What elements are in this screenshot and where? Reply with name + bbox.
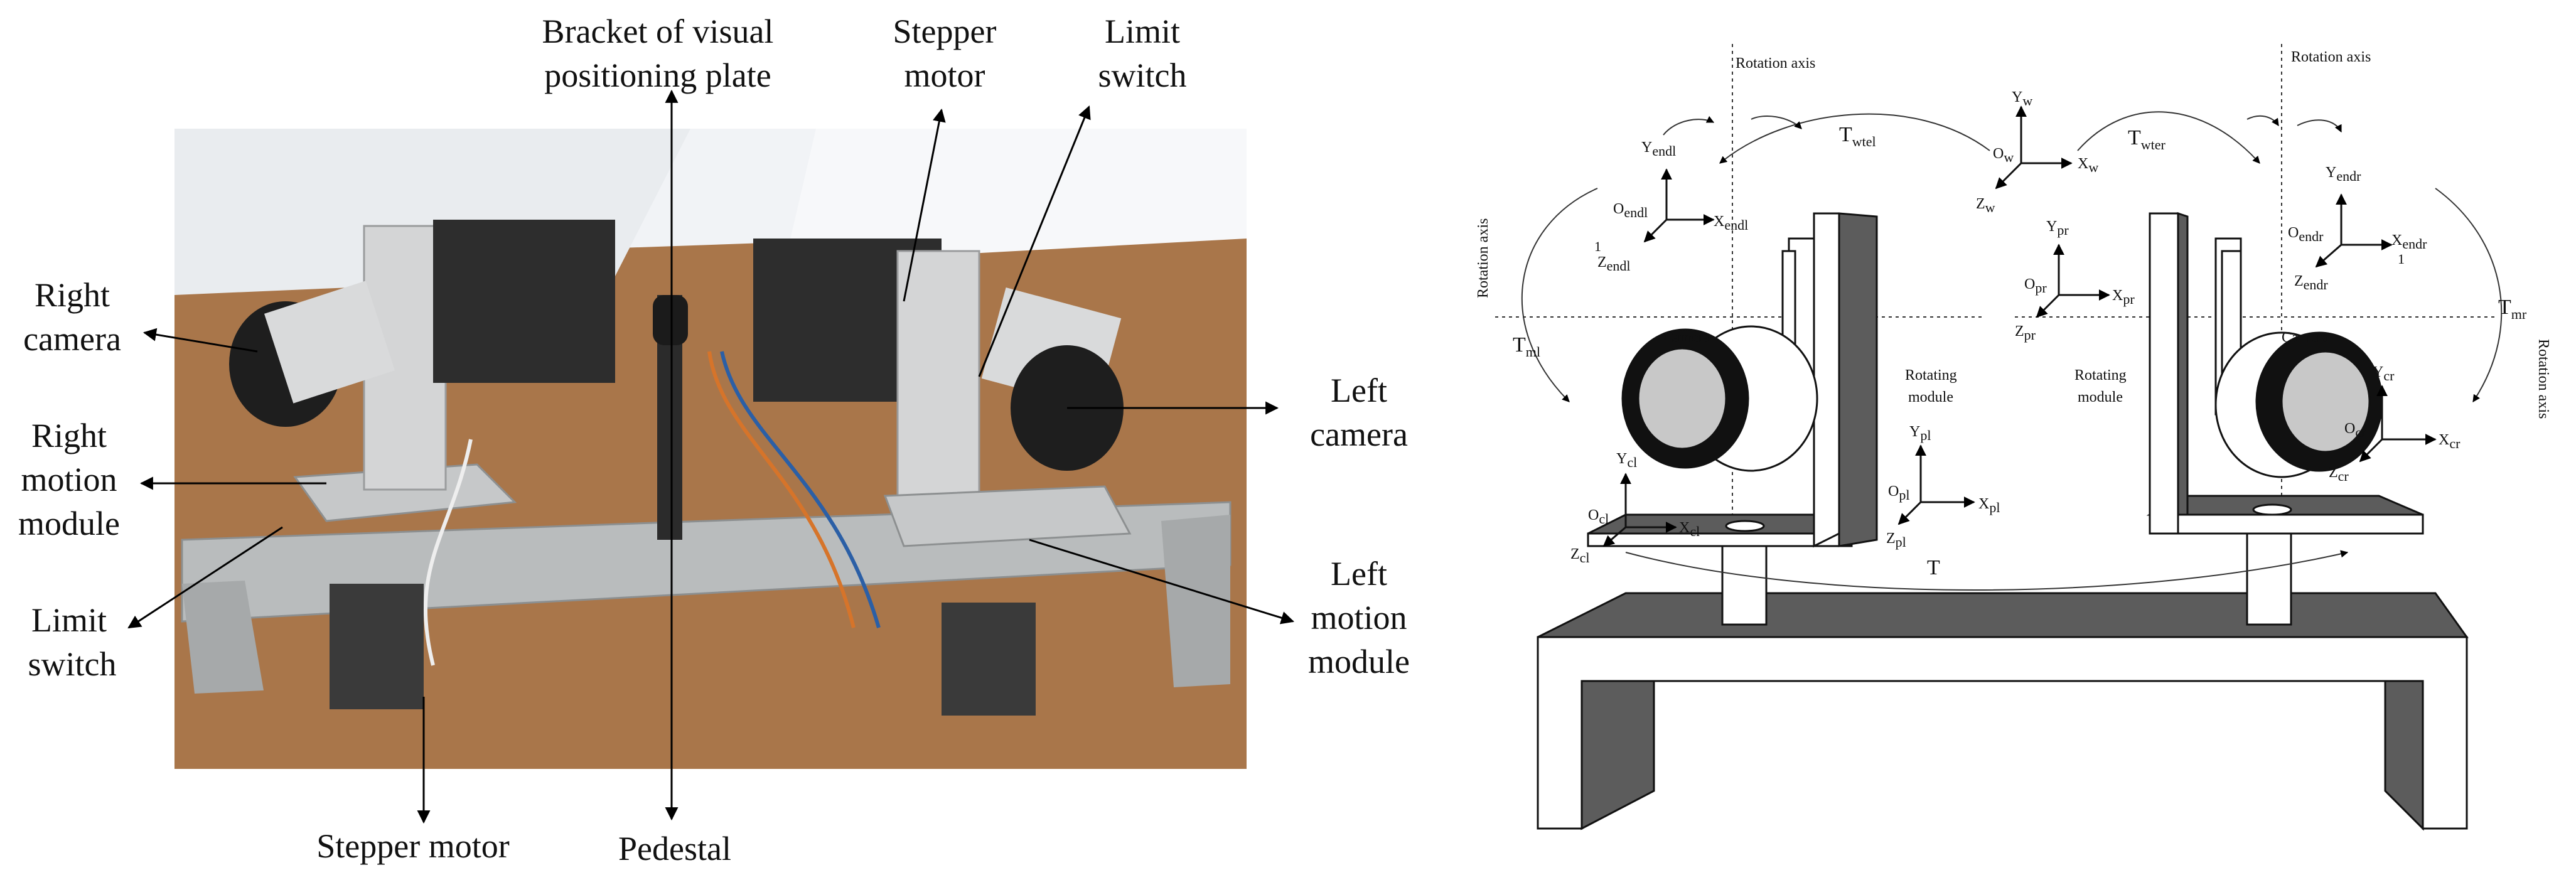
zendl-prefix: 1 xyxy=(1594,239,1601,254)
opl-label: Opl xyxy=(1888,483,1909,503)
zendr-label: Zendr xyxy=(2294,273,2328,292)
coordinate-frames xyxy=(1602,105,2437,547)
camera-label-right: Camera xyxy=(2282,330,2329,346)
label-pedestal: Pedestal xyxy=(618,830,731,867)
label-limit-top-2: switch xyxy=(1098,56,1187,94)
oendr-label: Oendr xyxy=(2288,225,2324,244)
label-left-camera-2: camera xyxy=(1310,416,1408,453)
base-bench xyxy=(1537,592,2469,831)
xcr-label: Xcr xyxy=(2439,432,2461,451)
yw-label: Yw xyxy=(2012,89,2032,109)
zpr-label: Zpr xyxy=(2015,323,2036,343)
ypr-label: Ypr xyxy=(2046,218,2069,238)
transform-arcs xyxy=(1521,111,2503,591)
schematic-labels: Rotation axis Rotation axis Rotation axi… xyxy=(1475,49,2552,579)
ypl-label: Ypl xyxy=(1909,424,1931,443)
photo-panel: Bracket of visual positioning plate Step… xyxy=(18,13,1410,867)
zendl-label: Zendl xyxy=(1597,254,1631,274)
camera-label-left: Camera xyxy=(1663,330,1710,346)
label-stepper-top-1: Stepper xyxy=(893,13,997,50)
xw-label: Xw xyxy=(2078,156,2098,175)
xpl-label: Xpl xyxy=(1978,496,2000,515)
label-limit-top-1: Limit xyxy=(1105,13,1180,50)
xendr-label: Xendr xyxy=(2391,232,2427,252)
label-limit-left-1: Limit xyxy=(31,601,107,639)
rotation-axes xyxy=(1495,44,2498,521)
label-stepper-top-2: motor xyxy=(904,56,985,94)
rotation-axis-label-right: Rotation axis xyxy=(2291,49,2371,65)
yendr-label: Yendr xyxy=(2326,164,2361,184)
ow-label: Ow xyxy=(1993,146,2014,165)
ocr-label: Ocr xyxy=(2344,421,2366,440)
zpl-label: Zpl xyxy=(1886,530,1906,550)
oendl-label: Oendl xyxy=(1613,201,1648,220)
right-rotating-module xyxy=(2146,212,2424,535)
module-label-left: module xyxy=(1908,389,1953,405)
rotating-label-left: Rotating xyxy=(1905,367,1957,384)
t-label: T xyxy=(1927,556,1940,579)
zendr-prefix: 1 xyxy=(2398,251,2405,267)
t-mr-label: Tmr xyxy=(2498,296,2527,322)
label-bracket-2: positioning plate xyxy=(544,56,771,94)
t-wtel-label: Twtel xyxy=(1839,123,1876,149)
label-left-motion-2: motion xyxy=(1311,599,1407,636)
ycr-label: Ycr xyxy=(2373,364,2395,384)
opr-label: Opr xyxy=(2024,276,2047,296)
photo-labels: Bracket of visual positioning plate Step… xyxy=(18,13,1410,867)
zcl-label: Zcl xyxy=(1570,546,1590,566)
label-right-motion-1: Right xyxy=(31,417,107,454)
label-right-motion-3: module xyxy=(18,505,120,542)
label-stepper-bottom: Stepper motor xyxy=(316,827,509,865)
label-left-camera-1: Left xyxy=(1331,372,1387,409)
module-label-right: module xyxy=(2078,389,2123,405)
label-bracket-1: Bracket of visual xyxy=(542,13,774,50)
t-wter-label: Twter xyxy=(2128,126,2166,153)
label-right-motion-2: motion xyxy=(21,461,117,498)
zw-label: Zw xyxy=(1976,196,1995,215)
rotating-label-right: Rotating xyxy=(2074,367,2127,384)
schematic-panel: Rotation axis Rotation axis Rotation axi… xyxy=(1475,44,2552,831)
left-rotating-module xyxy=(1587,212,1878,548)
rotation-axis-label-left: Rotation axis xyxy=(1736,55,1815,72)
xpr-label: Xpr xyxy=(2112,287,2135,307)
label-right-camera-1: Right xyxy=(35,276,110,314)
zcr-label: Zcr xyxy=(2329,464,2349,484)
label-right-camera-2: camera xyxy=(23,320,121,358)
yendl-label: Yendl xyxy=(1641,139,1676,159)
ycl-label: Ycl xyxy=(1616,451,1637,470)
label-limit-left-2: switch xyxy=(28,645,117,683)
ocl-label: Ocl xyxy=(1588,507,1609,527)
callout-arrows xyxy=(127,89,1295,824)
rotation-axis-label-vertical-right: Rotation axis xyxy=(2535,339,2552,419)
apparatus-photo xyxy=(174,129,1247,769)
label-left-motion-3: module xyxy=(1308,643,1410,680)
xendl-label: Xendl xyxy=(1714,213,1748,233)
xcl-label: Xcl xyxy=(1679,520,1700,539)
rotation-axis-label-vertical-left: Rotation axis xyxy=(1475,218,1491,298)
t-ml-label: Tml xyxy=(1513,333,1540,360)
label-left-motion-1: Left xyxy=(1331,555,1387,593)
